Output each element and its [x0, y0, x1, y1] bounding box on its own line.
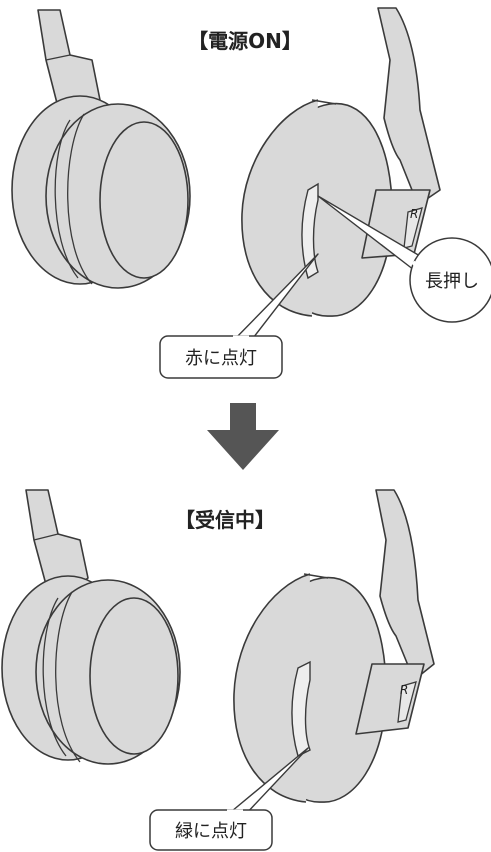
led-green-label: 緑に点灯	[175, 821, 247, 842]
led-slot	[301, 182, 319, 280]
left-earcup-2	[1, 575, 181, 765]
left-earcup	[11, 95, 191, 289]
right-earcup-2	[233, 573, 425, 803]
right-headband	[377, 7, 441, 206]
panel-title-receiving: 【受信中】	[175, 508, 275, 532]
left-headband-2	[25, 489, 89, 599]
led-red-label: 赤に点灯	[185, 348, 257, 369]
right-earcup	[241, 99, 431, 317]
led-slot-2	[291, 660, 311, 758]
right-headband-2	[375, 489, 435, 681]
led-red-callout: 赤に点灯	[159, 253, 319, 379]
left-earpad	[99, 121, 189, 279]
down-arrow-icon	[207, 403, 279, 470]
panel-title-power-on: 【電源ON】	[188, 29, 302, 53]
earcup-side-mark: R	[410, 207, 418, 221]
panel-receiving: R 【受信中】 緑に点灯	[1, 489, 435, 851]
panel-power-on: R 【電源ON】 長押し 赤に点灯	[11, 7, 491, 379]
earcup-side-mark-2: R	[400, 683, 408, 697]
left-earpad-2	[89, 597, 179, 755]
long-press-callout: 長押し	[317, 195, 491, 323]
led-green-callout: 緑に点灯	[149, 747, 309, 851]
long-press-label: 長押し	[425, 271, 479, 292]
